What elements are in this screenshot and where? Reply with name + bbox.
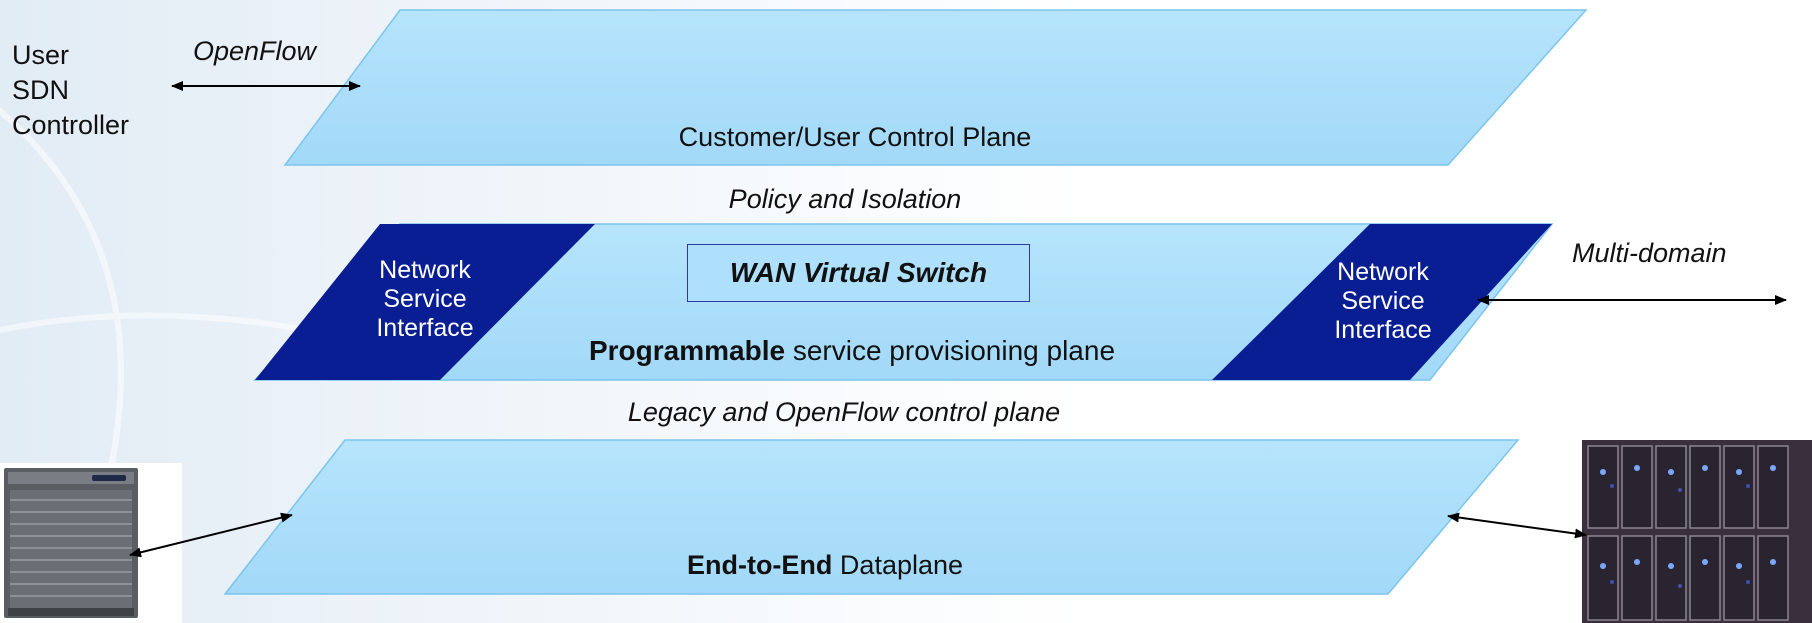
- customer-plane-label: Customer/User Control Plane: [678, 122, 1032, 152]
- provisioning-rest-text: service provisioning plane: [785, 335, 1116, 366]
- wan-virtual-switch-box: WAN Virtual Switch: [687, 244, 1030, 302]
- user-controller-line3: Controller: [12, 110, 130, 140]
- nsi-left-line1: Network: [379, 256, 471, 284]
- user-controller-line1: User: [12, 40, 70, 70]
- nsi-right-line2: Service: [1341, 287, 1425, 315]
- nsi-left-label: Network Service Interface: [355, 256, 495, 343]
- user-sdn-controller-label: User SDN Controller: [12, 38, 129, 143]
- server-rack-image: [0, 463, 182, 623]
- policy-isolation-label: Policy and Isolation: [728, 184, 962, 214]
- wan-virtual-switch-label: WAN Virtual Switch: [729, 257, 988, 288]
- provisioning-bold-text: Programmable: [588, 335, 786, 366]
- nsi-right-label: Network Service Interface: [1313, 258, 1453, 345]
- user-controller-line2: SDN: [12, 75, 70, 105]
- right-server-arrow: [1447, 512, 1587, 539]
- nsi-left-block: [255, 224, 595, 380]
- dataplane-label: End-to-End Dataplane: [687, 552, 963, 579]
- nsi-left-line3: Interface: [376, 314, 474, 342]
- openflow-label: OpenFlow: [193, 36, 317, 66]
- customer-control-plane: [283, 9, 1588, 166]
- nsi-left-line2: Service: [383, 285, 467, 313]
- nsi-right-line1: Network: [1337, 258, 1429, 286]
- provisioning-plane-label: Programmable service provisioning plane: [589, 337, 1115, 365]
- nsi-right-block: [1212, 224, 1552, 380]
- dataplane-bold-text: End-to-End: [686, 550, 833, 580]
- left-server-arrow: [129, 512, 293, 558]
- multi-domain-label: Multi-domain: [1572, 238, 1727, 268]
- legacy-openflow-label: Legacy and OpenFlow control plane: [627, 397, 1061, 427]
- nsi-right-line3: Interface: [1334, 316, 1432, 344]
- server-cluster-image: [1582, 440, 1812, 623]
- dataplane-rest-text: Dataplane: [832, 550, 964, 580]
